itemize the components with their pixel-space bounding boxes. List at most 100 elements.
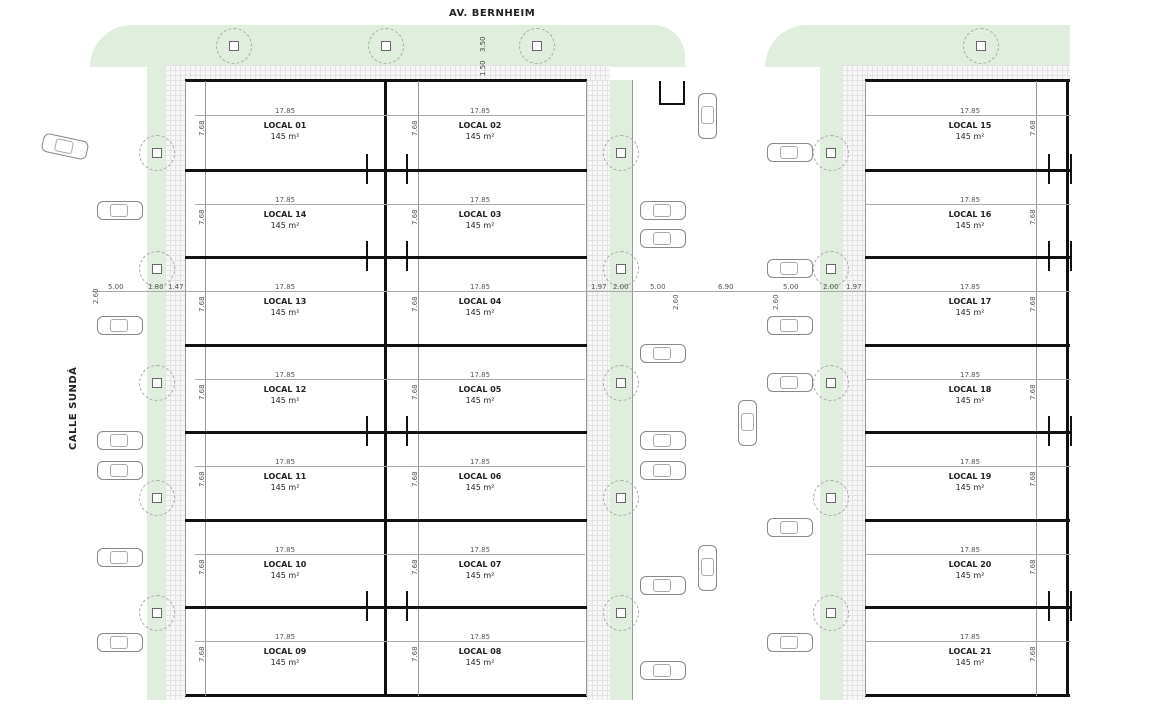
unit-label-local-04: LOCAL 04: [458, 297, 502, 306]
unit-area: 145 m²: [955, 132, 985, 141]
wall-right-edge: [1066, 81, 1069, 696]
dim-unit-depth: 7.68: [1029, 471, 1037, 487]
car-icon: [698, 93, 717, 139]
tree-icon: [139, 595, 175, 631]
dim-unit-depth: 7.68: [1029, 209, 1037, 225]
tree-icon: [216, 28, 252, 64]
wall-divider-right: [865, 256, 1070, 259]
dim-unit-width: 17.85: [470, 283, 491, 291]
paved-left: [165, 65, 185, 700]
tree-icon: [813, 251, 849, 287]
dim-unit-depth: 7.68: [411, 471, 419, 487]
tree-icon: [519, 28, 555, 64]
tree-icon: [603, 135, 639, 171]
unit-area: 145 m²: [270, 483, 300, 492]
unit-label-local-11: LOCAL 11: [263, 472, 307, 481]
car-icon: [97, 431, 143, 450]
car-icon: [738, 400, 757, 446]
entrance-box: [659, 81, 685, 105]
dim-unit-width: 17.85: [960, 107, 981, 115]
unit-label-local-20: LOCAL 20: [948, 560, 992, 569]
tree-icon: [813, 480, 849, 516]
unit-area: 145 m²: [955, 221, 985, 230]
car-icon: [698, 545, 717, 591]
unit-area: 145 m²: [465, 396, 495, 405]
unit-area: 145 m²: [465, 132, 495, 141]
dim-unit-depth: 7.68: [1029, 296, 1037, 312]
dim-row-0: 5.00: [108, 283, 124, 291]
dim-unit-depth: 7.68: [411, 296, 419, 312]
unit-area: 145 m²: [955, 308, 985, 317]
car-icon: [97, 461, 143, 480]
unit-label-local-19: LOCAL 19: [948, 472, 992, 481]
dim-unit-depth: 7.68: [411, 646, 419, 662]
unit-label-local-12: LOCAL 12: [263, 385, 307, 394]
unit-label-local-05: LOCAL 05: [458, 385, 502, 394]
unit-label-local-15: LOCAL 15: [948, 121, 992, 130]
dim-unit-width: 17.85: [960, 546, 981, 554]
unit-area: 145 m²: [955, 571, 985, 580]
dim-row-4: 2.00: [613, 283, 629, 291]
street-name-left: CALLE SUNDÁ: [68, 366, 79, 450]
unit-area: 145 m²: [270, 396, 300, 405]
unit-area: 145 m²: [270, 658, 300, 667]
car-icon: [97, 633, 143, 652]
wall-bottom-right: [865, 694, 1070, 697]
dim-unit-width: 17.85: [275, 196, 296, 204]
dim-unit-width: 17.85: [960, 371, 981, 379]
dim-unit-width: 17.85: [960, 283, 981, 291]
unit-area: 145 m²: [465, 308, 495, 317]
dim-unit-width: 17.85: [275, 458, 296, 466]
tree-icon: [603, 480, 639, 516]
wall-divider-left: [185, 606, 587, 609]
dim-unit-depth: 7.68: [1029, 559, 1037, 575]
unit-area: 145 m²: [270, 132, 300, 141]
wall-shop-front-left: [185, 81, 186, 696]
dim-unit-depth: 7.68: [198, 559, 206, 575]
dim-line-width: [866, 204, 1071, 205]
dim-unit-width: 17.85: [275, 546, 296, 554]
dim-line-width: [866, 115, 1071, 116]
unit-label-local-01: LOCAL 01: [263, 121, 307, 130]
tree-icon: [603, 595, 639, 631]
tree-icon: [368, 28, 404, 64]
unit-label-local-02: LOCAL 02: [458, 121, 502, 130]
service-core-right: [1048, 591, 1072, 621]
unit-label-local-08: LOCAL 08: [458, 647, 502, 656]
dim-unit-width: 17.85: [470, 107, 491, 115]
dim-row-9: 1.97: [846, 283, 862, 291]
wall-top-right: [865, 79, 1070, 82]
facade-line-center: [418, 81, 419, 696]
dim-row-6: 6.90: [718, 283, 734, 291]
dim-parking-depth: 2.60: [672, 294, 680, 310]
tree-icon: [139, 365, 175, 401]
dim-row-1: 1.80: [148, 283, 164, 291]
wall-divider-left: [185, 169, 587, 172]
dim-unit-depth: 7.68: [198, 471, 206, 487]
unit-label-local-10: LOCAL 10: [263, 560, 307, 569]
car-icon: [640, 229, 686, 248]
wall-divider-right: [865, 344, 1070, 347]
wall-divider-left: [185, 519, 587, 522]
unit-area: 145 m²: [270, 221, 300, 230]
tree-icon: [603, 365, 639, 401]
dim-unit-width: 17.85: [960, 458, 981, 466]
unit-label-local-03: LOCAL 03: [458, 210, 502, 219]
dim-unit-depth: 7.68: [1029, 120, 1037, 136]
tree-icon: [813, 135, 849, 171]
wall-center-spine: [384, 81, 387, 696]
dim-unit-depth: 7.68: [198, 296, 206, 312]
dim-unit-depth: 7.68: [198, 384, 206, 400]
service-core-right: [1048, 241, 1072, 271]
unit-label-local-13: LOCAL 13: [263, 297, 307, 306]
unit-area: 145 m²: [270, 571, 300, 580]
unit-label-local-14: LOCAL 14: [263, 210, 307, 219]
tree-icon: [813, 595, 849, 631]
dim-unit-width: 17.85: [275, 107, 296, 115]
car-icon: [767, 259, 813, 278]
sidewalk-top-right: [765, 25, 1070, 67]
car-icon: [767, 143, 813, 162]
facade-line-right: [1036, 81, 1037, 696]
service-core-right: [1048, 416, 1072, 446]
dim-row-3: 1.97: [591, 283, 607, 291]
